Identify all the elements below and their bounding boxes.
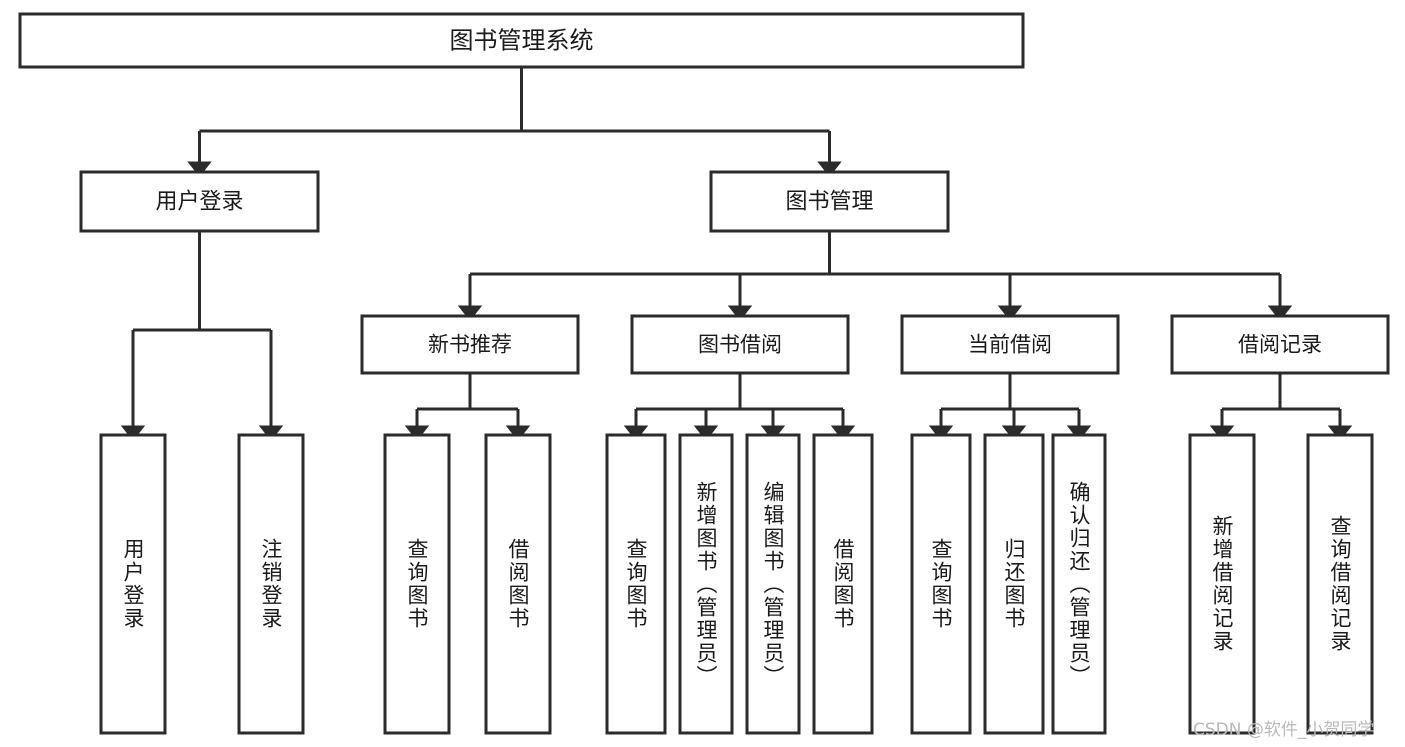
node-leaf-query-book-1[interactable] bbox=[383, 433, 451, 735]
connector-links bbox=[120, 67, 1353, 441]
node-book-manage-label: 图书管理 bbox=[785, 190, 873, 215]
node-book-borrow-label: 图书借阅 bbox=[698, 333, 782, 357]
node-leaf-query-book-3[interactable] bbox=[910, 433, 972, 735]
node-boxes bbox=[18, 12, 1390, 735]
node-leaf-borrow-book-1[interactable] bbox=[484, 433, 552, 735]
node-user-login-label: 用户登录 bbox=[155, 190, 243, 215]
node-leaf-query-book-2[interactable] bbox=[605, 433, 667, 735]
node-leaf-confirm-return[interactable] bbox=[1051, 433, 1107, 735]
node-new-book-rec-label: 新书推荐 bbox=[428, 333, 512, 357]
watermark-text: CSDN @软件_小贺同学 bbox=[1193, 720, 1375, 740]
node-leaf-logout[interactable] bbox=[237, 433, 305, 735]
node-current-borrow[interactable] bbox=[900, 314, 1120, 375]
node-borrow-record[interactable] bbox=[1170, 314, 1390, 375]
node-leaf-add-book[interactable] bbox=[678, 433, 734, 735]
node-leaf-return-book[interactable] bbox=[983, 433, 1045, 735]
node-root-label: 图书管理系统 bbox=[450, 27, 594, 55]
node-leaf-borrow-book-2[interactable] bbox=[812, 433, 874, 735]
node-leaf-query-record[interactable] bbox=[1306, 433, 1374, 735]
node-root[interactable] bbox=[18, 12, 1025, 69]
node-new-book-rec[interactable] bbox=[360, 314, 580, 375]
node-leaf-user-login[interactable] bbox=[99, 433, 167, 735]
node-leaf-add-record[interactable] bbox=[1188, 433, 1256, 735]
node-current-borrow-label: 当前借阅 bbox=[968, 333, 1052, 357]
node-leaf-edit-book[interactable] bbox=[745, 433, 801, 735]
node-book-borrow[interactable] bbox=[630, 314, 850, 375]
node-user-login[interactable] bbox=[79, 170, 320, 233]
node-book-manage[interactable] bbox=[709, 170, 950, 233]
node-borrow-record-label: 借阅记录 bbox=[1238, 333, 1322, 357]
